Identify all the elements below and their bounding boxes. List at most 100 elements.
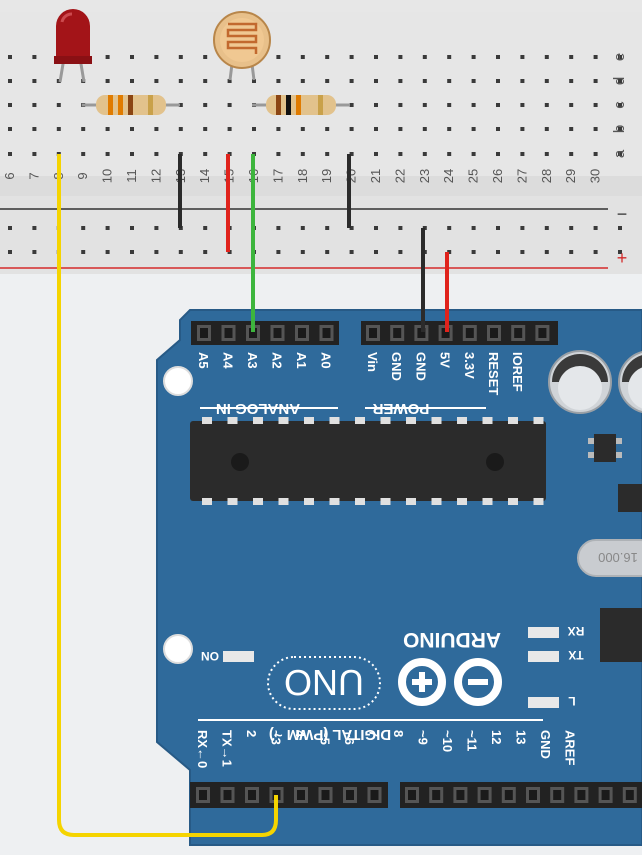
rail-hole[interactable] [496,250,500,254]
breadboard-hole[interactable] [520,103,525,107]
breadboard-hole[interactable] [569,79,574,83]
rail-hole[interactable] [81,226,86,230]
breadboard-hole[interactable] [422,55,427,59]
breadboard-hole[interactable] [447,79,452,83]
photoresistor[interactable] [213,11,271,81]
breadboard-hole[interactable] [520,152,525,156]
breadboard-hole[interactable] [569,103,574,107]
breadboard-hole[interactable] [374,103,378,107]
breadboard-hole[interactable] [105,55,110,59]
breadboard-hole[interactable] [374,79,378,83]
breadboard-hole[interactable] [178,103,183,107]
breadboard-hole[interactable] [8,152,12,156]
rail-hole[interactable] [447,226,452,230]
breadboard-hole[interactable] [203,152,208,156]
breadboard-hole[interactable] [398,79,403,83]
breadboard-hole[interactable] [349,79,354,83]
breadboard-hole[interactable] [325,127,330,131]
breadboard-hole[interactable] [276,152,281,156]
rail-hole[interactable] [374,226,378,230]
breadboard-hole[interactable] [154,79,159,83]
breadboard-hole[interactable] [276,127,281,131]
breadboard-hole[interactable] [32,127,37,131]
rail-hole[interactable] [130,250,134,254]
power-header[interactable] [361,321,558,345]
breadboard-hole[interactable] [81,152,86,156]
breadboard-hole[interactable] [300,152,305,156]
breadboard-hole[interactable] [593,103,598,107]
breadboard-hole[interactable] [56,127,61,131]
breadboard-hole[interactable] [105,79,110,83]
breadboard-hole[interactable] [130,55,134,59]
breadboard-hole[interactable] [227,103,232,107]
breadboard-hole[interactable] [496,55,500,59]
rail-hole[interactable] [471,226,476,230]
breadboard-hole[interactable] [593,79,598,83]
breadboard-hole[interactable] [252,79,256,83]
breadboard-hole[interactable] [447,103,452,107]
breadboard-hole[interactable] [544,152,549,156]
breadboard-hole[interactable] [398,127,403,131]
breadboard-hole[interactable] [325,79,330,83]
breadboard-hole[interactable] [300,79,305,83]
breadboard-hole[interactable] [32,103,37,107]
rail-hole[interactable] [32,250,37,254]
breadboard-hole[interactable] [471,79,476,83]
breadboard-hole[interactable] [496,79,500,83]
breadboard-hole[interactable] [178,127,183,131]
rail-hole[interactable] [569,250,574,254]
breadboard-hole[interactable] [154,55,159,59]
rail-hole[interactable] [496,226,500,230]
breadboard-hole[interactable] [8,127,12,131]
rail-hole[interactable] [81,250,86,254]
breadboard-hole[interactable] [398,103,403,107]
breadboard-hole[interactable] [496,127,500,131]
breadboard-hole[interactable] [203,79,208,83]
rail-hole[interactable] [520,250,525,254]
breadboard-hole[interactable] [496,103,500,107]
rail-hole[interactable] [105,226,110,230]
rail-hole[interactable] [544,226,549,230]
breadboard-hole[interactable] [618,103,622,107]
rail-hole[interactable] [398,226,403,230]
breadboard-hole[interactable] [203,127,208,131]
breadboard-hole[interactable] [593,127,598,131]
rail-hole[interactable] [154,226,159,230]
wire-yellow[interactable] [57,154,278,837]
rail-hole[interactable] [618,250,622,254]
rail-hole[interactable] [447,250,452,254]
rail-hole[interactable] [276,250,281,254]
breadboard-hole[interactable] [227,79,232,83]
rail-hole[interactable] [618,226,622,230]
resistor-1[interactable] [82,95,180,115]
digital-header-low[interactable] [190,782,388,808]
breadboard-hole[interactable] [252,127,256,131]
breadboard-hole[interactable] [618,152,622,156]
rail-hole[interactable] [520,226,525,230]
rail-hole[interactable] [398,250,403,254]
rail-hole[interactable] [593,250,598,254]
breadboard-hole[interactable] [349,103,354,107]
led-component[interactable] [54,9,92,83]
breadboard-hole[interactable] [447,127,452,131]
rail-hole[interactable] [203,226,208,230]
breadboard-hole[interactable] [593,55,598,59]
breadboard-hole[interactable] [203,103,208,107]
breadboard-hole[interactable] [154,127,159,131]
breadboard-hole[interactable] [422,127,427,131]
breadboard-hole[interactable] [618,55,622,59]
breadboard-hole[interactable] [154,152,159,156]
rail-hole[interactable] [349,250,354,254]
rail-hole[interactable] [8,250,12,254]
breadboard-hole[interactable] [130,79,134,83]
rail-hole[interactable] [374,250,378,254]
breadboard-hole[interactable] [374,127,378,131]
breadboard-hole[interactable] [178,79,183,83]
breadboard-hole[interactable] [8,103,12,107]
breadboard-hole[interactable] [618,79,622,83]
breadboard-hole[interactable] [227,127,232,131]
breadboard-hole[interactable] [325,55,330,59]
breadboard-hole[interactable] [496,152,500,156]
rail-hole[interactable] [154,250,159,254]
